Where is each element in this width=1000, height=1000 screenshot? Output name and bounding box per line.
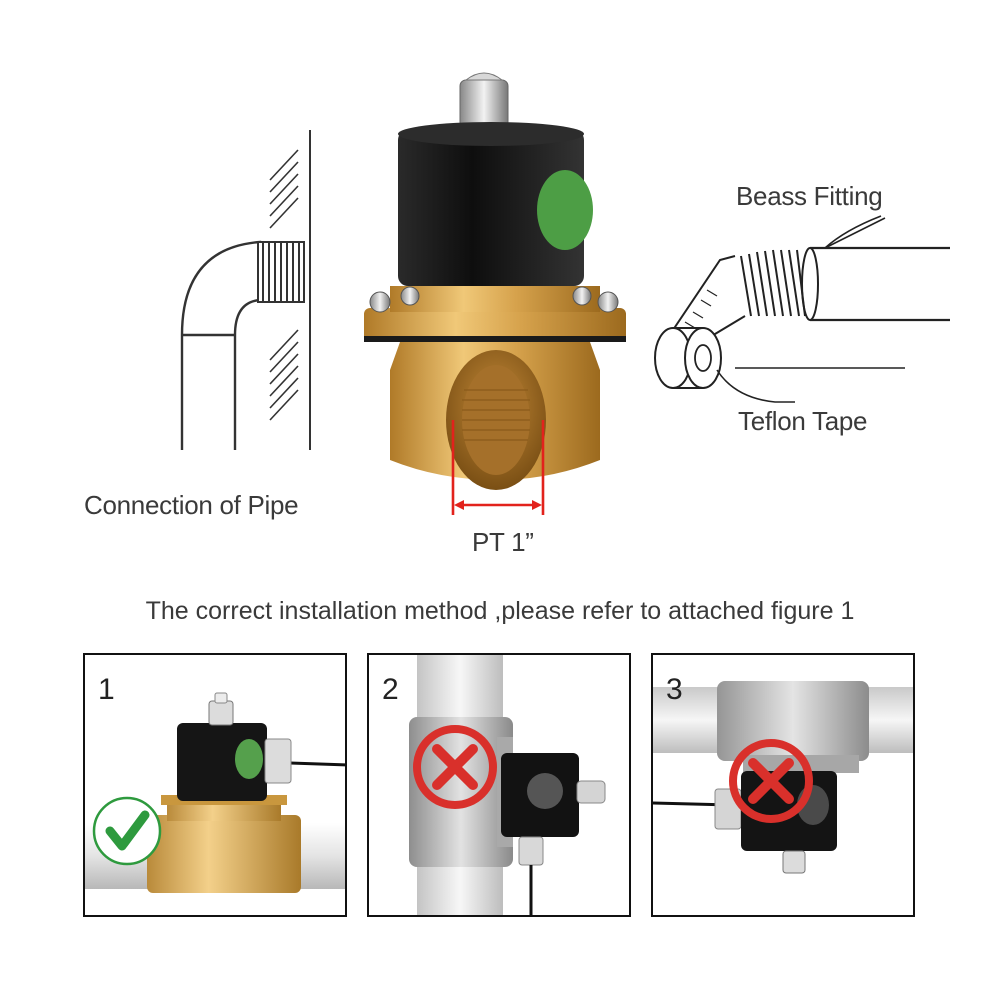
panel-incorrect-vertical: 2 (367, 653, 631, 917)
valve-vertical-pipe-image (409, 655, 606, 915)
installation-instruction-text: The correct installation method ,please … (145, 597, 855, 625)
pipe-connection-drawing (180, 130, 311, 450)
brass-fitting-label: Beass Fitting (736, 181, 883, 211)
pt-size-label: PT 1” (472, 527, 534, 557)
teflon-tape-label: Teflon Tape (738, 406, 868, 436)
cross-icon (729, 739, 813, 823)
solenoid-valve-main-image (364, 72, 626, 515)
panel-number: 1 (98, 673, 115, 706)
brass-fitting-drawing (654, 215, 950, 403)
panel-correct-installation: 1 (83, 653, 347, 917)
connection-of-pipe-label: Connection of Pipe (84, 490, 299, 520)
checkmark-icon (105, 810, 150, 851)
panel-number: 2 (382, 673, 399, 706)
cross-icon (413, 725, 497, 809)
valve-upside-down-image (653, 681, 913, 874)
panel-number: 3 (666, 673, 683, 706)
panel-incorrect-inverted: 3 (651, 653, 915, 917)
valve-upright-image (85, 692, 345, 893)
